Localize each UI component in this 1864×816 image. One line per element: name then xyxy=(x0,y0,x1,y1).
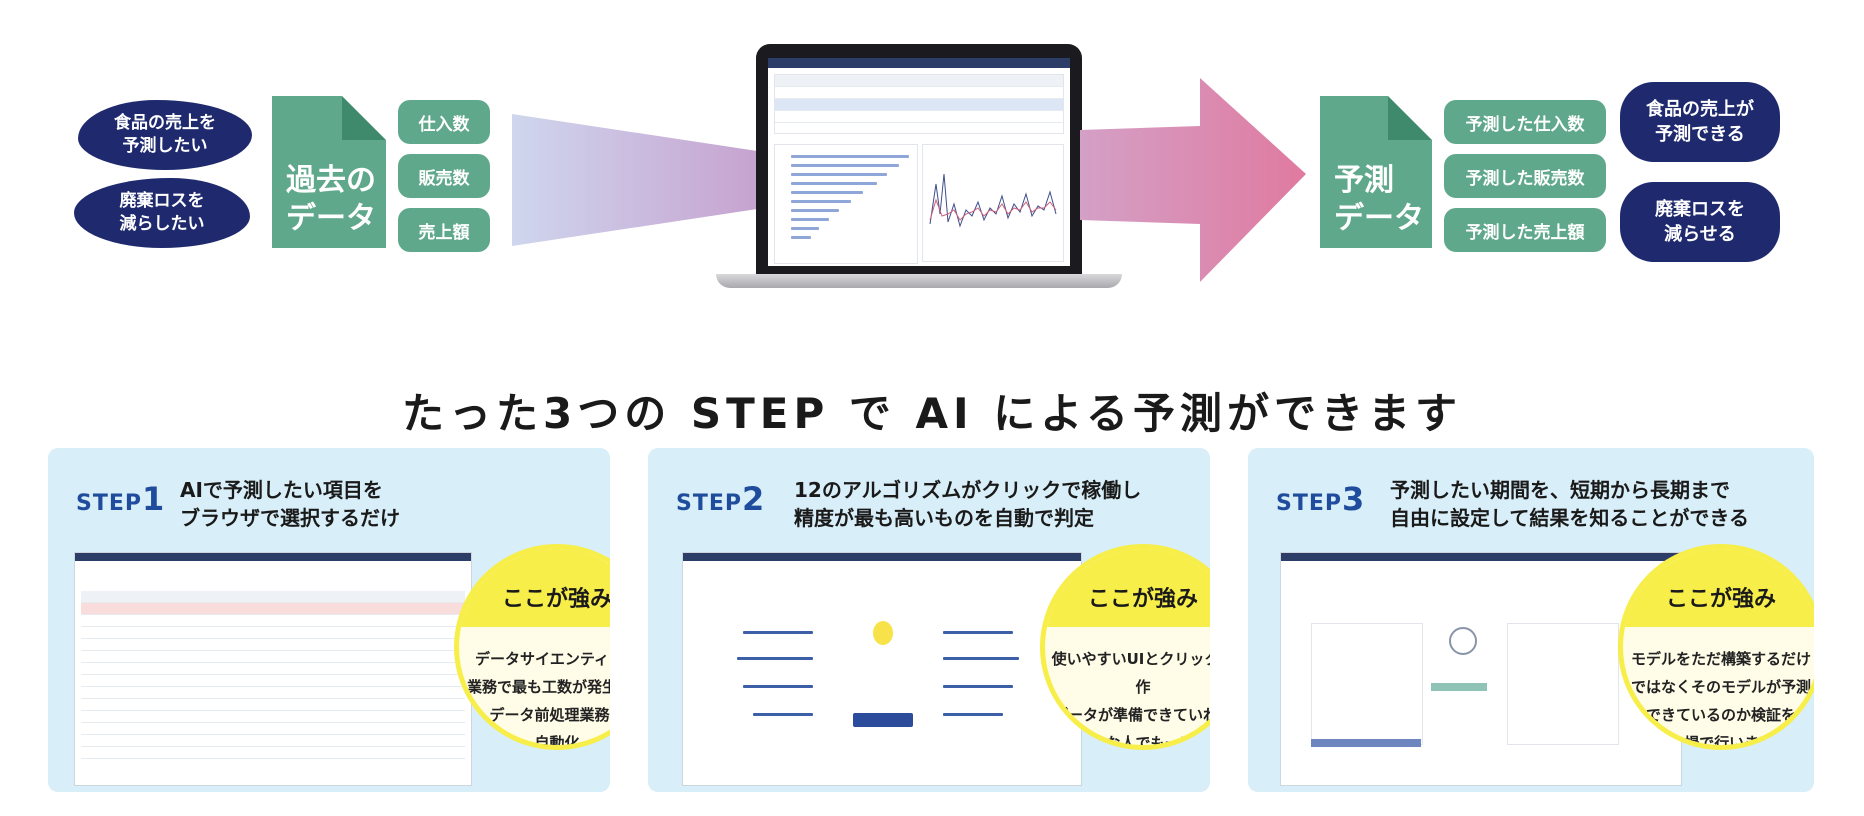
step-3-heading: STEP3 xyxy=(1276,480,1365,518)
step-1-screenshot xyxy=(74,552,472,786)
step-2-text: 12のアルゴリズムがクリックで稼働し 精度が最も高いものを自動で判定 xyxy=(794,478,1142,530)
step-card-2: STEP2 12のアルゴリズムがクリックで稼働し 精度が最も高いものを自動で判定… xyxy=(648,448,1210,792)
pred-item-purchase: 予測した仕入数 xyxy=(1444,100,1606,144)
step-1-strength-badge: ここが強み データサイエンティスト 業務で最も工数が発生する データ前処理業務も… xyxy=(454,544,610,750)
pred-item-sales-count: 予測した販売数 xyxy=(1444,154,1606,198)
past-data-title: 過去の データ xyxy=(286,163,376,236)
step-3-text: 予測したい期間を、短期から長期まで 自由に設定して結果を知ることができる xyxy=(1390,478,1749,530)
step-2-badge-text: 使いやすいUIとクリック操作 データが準備できていれば どんな人でも一定の 成果… xyxy=(1051,650,1210,750)
step-1-text: AIで予測したい項目を ブラウザで選択するだけ xyxy=(180,478,400,530)
step-3-label: STEP xyxy=(1276,491,1343,516)
step-3-badge-text: モデルをただ構築するだけ ではなくそのモデルが予測 できているのか検証を その場… xyxy=(1630,650,1811,750)
input-funnel xyxy=(512,114,764,246)
step-2-strength-badge: ここが強み 使いやすいUIとクリック操作 データが準備できていれば どんな人でも… xyxy=(1040,544,1210,750)
goal-sales-forecast: 食品の売上を 予測したい xyxy=(78,100,252,170)
step-2-number: 2 xyxy=(742,480,766,518)
step-3-strength-badge: ここが強み モデルをただ構築するだけ ではなくそのモデルが予測 できているのか検… xyxy=(1618,544,1814,750)
past-item-purchase: 仕入数 xyxy=(398,100,490,144)
laptop-line-chart xyxy=(922,144,1064,262)
past-item-sales-count: 販売数 xyxy=(398,154,490,198)
step-1-heading: STEP1 xyxy=(76,480,165,518)
step-2-screenshot xyxy=(682,552,1082,786)
step-3-screenshot xyxy=(1280,552,1682,786)
laptop-screen xyxy=(768,58,1070,266)
predicted-data-doc-icon: 予測 データ xyxy=(1320,96,1432,248)
step-1-number: 1 xyxy=(142,480,166,518)
step-card-3: STEP3 予測したい期間を、短期から長期まで 自由に設定して結果を知ることがで… xyxy=(1248,448,1814,792)
result-sales-forecast: 食品の売上が 予測できる xyxy=(1620,82,1780,162)
pred-item-sales-amount: 予測した売上額 xyxy=(1444,208,1606,252)
step-1-badge-title: ここが強み xyxy=(459,549,610,627)
step-card-1: STEP1 AIで予測したい項目を ブラウザで選択するだけ ここが強み データサ… xyxy=(48,448,610,792)
result-reduce-waste: 廃棄ロスを 減らせる xyxy=(1620,182,1780,262)
past-data-doc-icon: 過去の データ xyxy=(272,96,386,248)
past-item-sales-amount: 売上額 xyxy=(398,208,490,252)
goal-reduce-waste: 廃棄ロスを 減らしたい xyxy=(74,178,250,248)
output-arrow xyxy=(1080,78,1306,282)
step-1-label: STEP xyxy=(76,491,143,516)
step-3-number: 3 xyxy=(1342,480,1366,518)
step-2-heading: STEP2 xyxy=(676,480,765,518)
laptop xyxy=(756,44,1082,274)
step-2-label: STEP xyxy=(676,491,743,516)
headline: たった3つの STEP で AI による予測ができます xyxy=(402,389,1462,438)
predicted-data-title: 予測 データ xyxy=(1334,163,1424,236)
laptop-base xyxy=(716,274,1122,288)
step-1-badge-text: データサイエンティスト 業務で最も工数が発生する データ前処理業務も 自動化 xyxy=(466,650,610,750)
